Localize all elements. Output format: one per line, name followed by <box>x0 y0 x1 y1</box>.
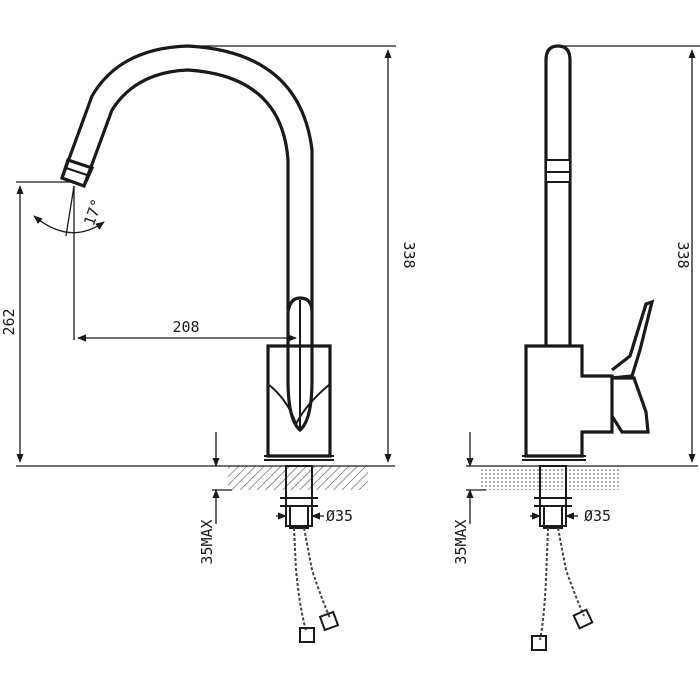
side-view: 338 35MAX Ø35 <box>452 44 700 651</box>
dim-height-left: 338 <box>400 241 418 268</box>
front-view: 338 262 208 17° 35MAX Ø35 <box>0 44 418 643</box>
mounting-shank-side <box>539 465 567 527</box>
dim-height-right: 338 <box>674 241 692 268</box>
dim-max-right: 35MAX <box>452 519 470 564</box>
supply-hose-right-side <box>557 527 585 617</box>
countertop-side <box>480 466 620 490</box>
dim-spout-height: 262 <box>0 308 18 335</box>
countertop-front <box>228 466 368 490</box>
dim-reach: 208 <box>172 318 199 336</box>
lever-handle-side <box>611 299 655 380</box>
dim-diameter-left: Ø35 <box>326 507 353 525</box>
dim-diameter-right: Ø35 <box>584 507 611 525</box>
supply-hose-right-front <box>303 527 331 619</box>
dim-max-left: 35MAX <box>198 519 216 564</box>
swivel-arc <box>33 215 105 234</box>
supply-hose-left-side <box>539 527 549 641</box>
mounting-shank-front <box>285 465 313 527</box>
faucet-body-side <box>524 344 614 458</box>
spout-aerator <box>59 157 95 189</box>
spout-side <box>544 44 572 346</box>
spout-gooseneck <box>60 44 314 310</box>
lever-handle-front <box>286 296 314 433</box>
supply-hose-left-front <box>293 527 307 631</box>
